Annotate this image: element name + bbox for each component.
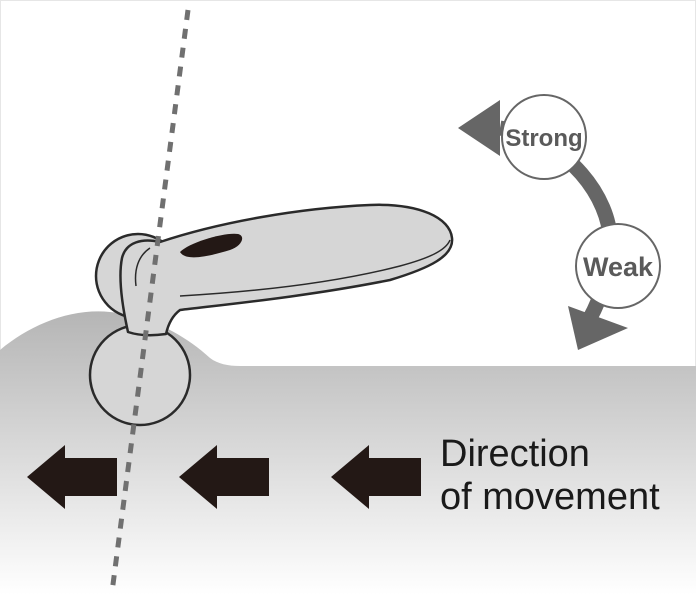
arrow-head-weak: [568, 306, 628, 350]
direction-label-line1: Direction: [440, 433, 590, 475]
arrow-left-icon: [331, 445, 421, 509]
axis-dashed-line: [109, 9, 191, 593]
handle-edge-line: [179, 239, 451, 297]
direction-arrows: [27, 445, 421, 509]
strong-label: Strong: [505, 125, 582, 152]
weak-circle: [575, 223, 661, 309]
handle-neck-line: [134, 247, 151, 287]
strong-circle: [501, 94, 587, 180]
direction-label-line2: of movement: [440, 476, 660, 518]
arrow-left-icon: [27, 445, 117, 509]
arrow-head-strong: [458, 100, 500, 156]
arrow-left-icon: [179, 445, 269, 509]
handle-slot: [180, 233, 243, 258]
weak-label: Weak: [583, 252, 654, 282]
roller-handle: [119, 203, 454, 337]
